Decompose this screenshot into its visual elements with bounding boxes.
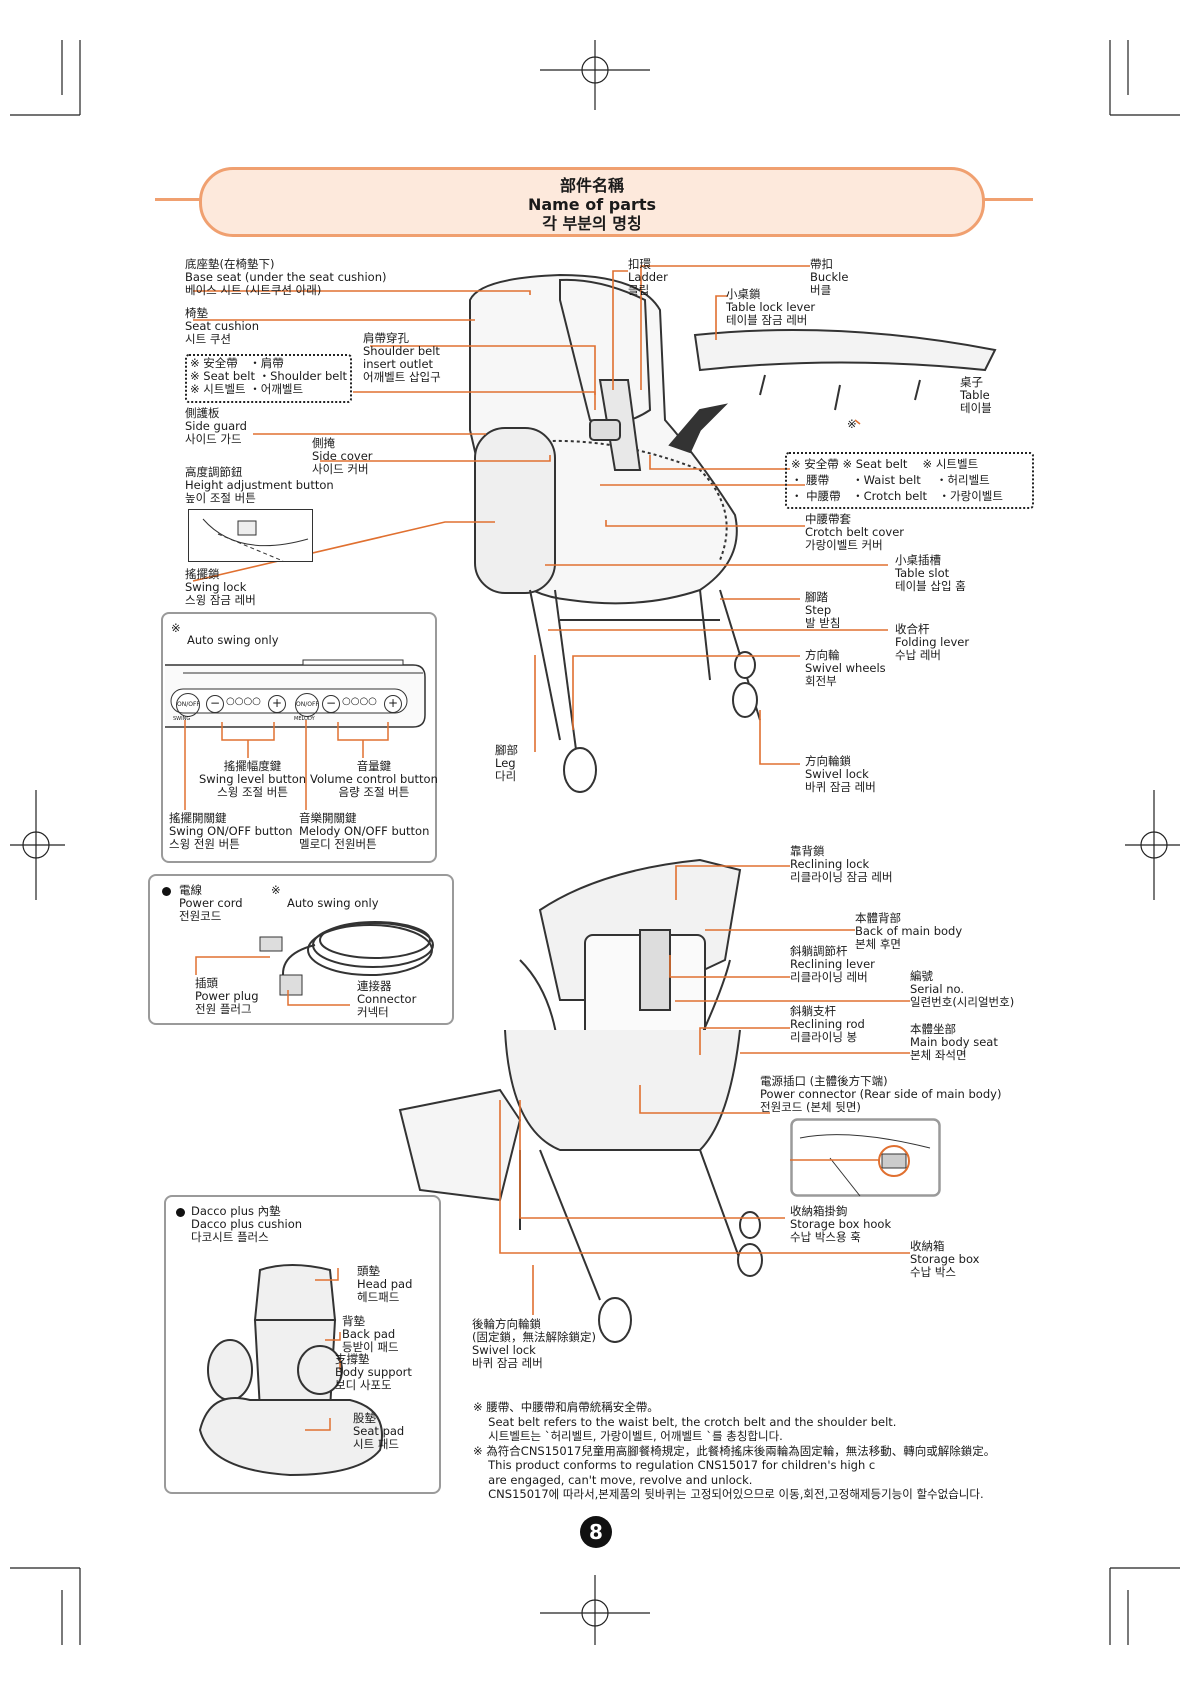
swing-minus-button[interactable]: − <box>206 695 224 713</box>
swing-panel <box>161 612 437 863</box>
dacco-cushion-icon <box>198 1264 383 1477</box>
swing-panel-leaders <box>184 720 389 810</box>
volume-minus-button[interactable]: − <box>322 695 340 713</box>
melody-small-label: MELODY <box>294 716 315 722</box>
swing-small-label: SWING <box>173 716 191 722</box>
power-panel-auto: Auto swing only <box>287 896 379 910</box>
seatbelt-note-box <box>185 354 352 403</box>
volume-level-dots: ○○○○ <box>342 696 377 707</box>
title-zh: 部件名稱 <box>559 176 624 195</box>
header-rule-right <box>977 198 1033 201</box>
swing-level-dots: ○○○○ <box>226 696 261 707</box>
label-power-connector: 電源插口 (主體後方下端)Power connector (Rear side … <box>760 1074 1002 1114</box>
label-seatbelt-note2: ※ 安全帶 ※ Seat belt ※ 시트벨트・ 腰帶 ・Waist belt… <box>791 457 1003 503</box>
label-seatbelt-note1: ※ 安全帶 ・肩帶※ Seat belt ・Shoulder belt※ 시트벨… <box>190 356 348 396</box>
power-cord-icon <box>259 921 434 996</box>
power-panel-mark: ※ <box>271 883 281 897</box>
power-connector-detail <box>790 1118 941 1197</box>
swing-onoff-button[interactable]: ON/OFF <box>176 693 200 717</box>
label-base-seat: 底座墊(在椅墊下)Base seat (under the seat cushi… <box>185 257 387 297</box>
bullet-icon <box>176 1208 185 1217</box>
melody-onoff-button[interactable]: ON/OFF <box>295 693 319 717</box>
swing-plus-button[interactable]: + <box>268 695 286 713</box>
power-panel-leaders <box>195 956 350 1006</box>
table-mark: ※ <box>847 417 857 431</box>
page-number: 8 <box>580 1516 612 1548</box>
seatbelt-note-box-2 <box>785 452 1034 509</box>
swing-panel-mark: ※ <box>171 621 181 635</box>
footnotes: ※ 腰帶、中腰帶和肩帶統稱安全帶。 Seat belt refers to th… <box>473 1400 996 1501</box>
bullet-icon <box>162 887 171 896</box>
header-rule-left <box>155 198 201 201</box>
section-header: 部件名稱 Name of parts 각 부분의 명칭 <box>199 167 985 237</box>
height-button-detail <box>188 509 313 562</box>
swing-control-panel-drawing <box>165 659 426 728</box>
title-ko: 각 부분의 명칭 <box>542 214 642 233</box>
volume-plus-button[interactable]: + <box>384 695 402 713</box>
title-en: Name of parts <box>527 195 657 214</box>
swing-panel-title: Auto swing only <box>187 633 279 647</box>
